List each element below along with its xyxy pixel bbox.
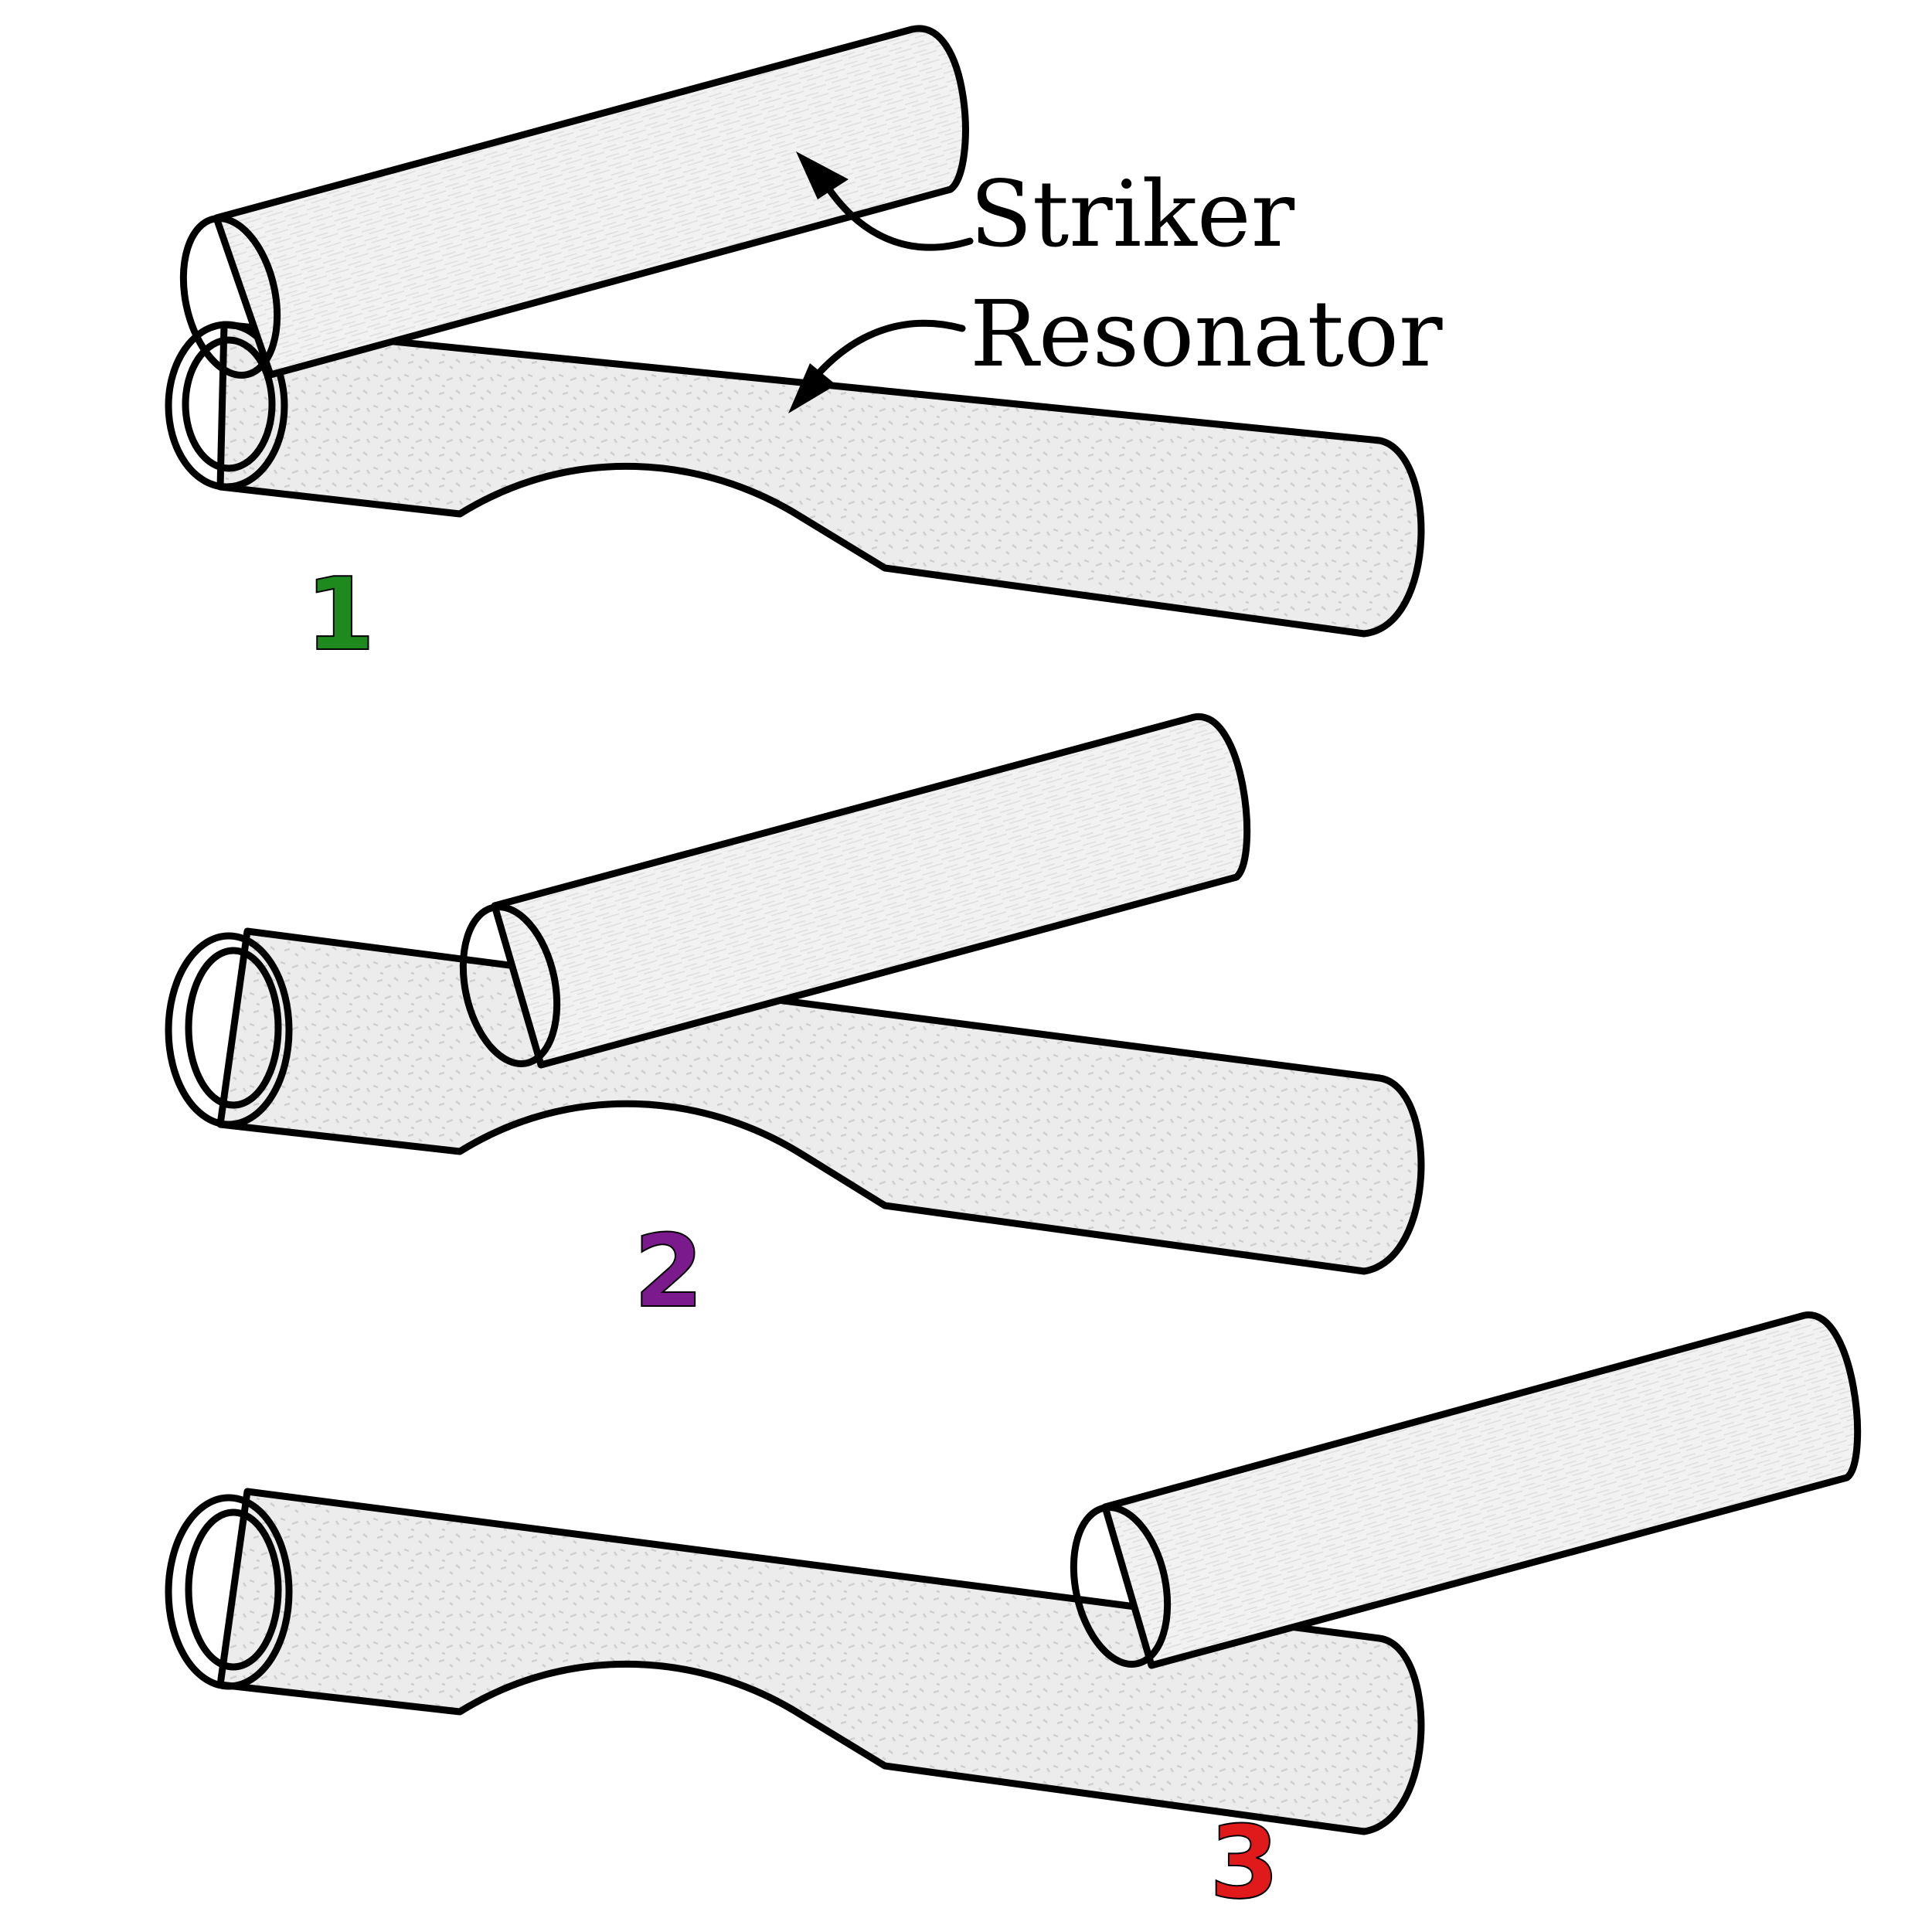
step-number-1: 1	[305, 556, 375, 673]
step-number-2: 2	[634, 1213, 703, 1330]
striker-1	[179, 25, 969, 379]
striker-2	[459, 713, 1251, 1069]
resonator-3	[165, 1488, 1425, 1835]
stage-1	[165, 25, 1425, 638]
striker-arrow	[815, 170, 974, 251]
resonator-1	[165, 321, 1425, 638]
resonator-label: Resonator	[970, 281, 1443, 387]
resonator-arrow-head	[788, 363, 836, 413]
stage-3	[165, 1311, 1862, 1835]
stage-2	[165, 713, 1425, 1275]
step-number-3: 3	[1209, 1804, 1279, 1921]
resonator-2	[165, 927, 1425, 1275]
resonator-arrow	[804, 319, 966, 390]
striker-label: Striker	[970, 161, 1295, 267]
striker-arrow-head	[796, 151, 849, 199]
striker-3	[1070, 1311, 1862, 1669]
